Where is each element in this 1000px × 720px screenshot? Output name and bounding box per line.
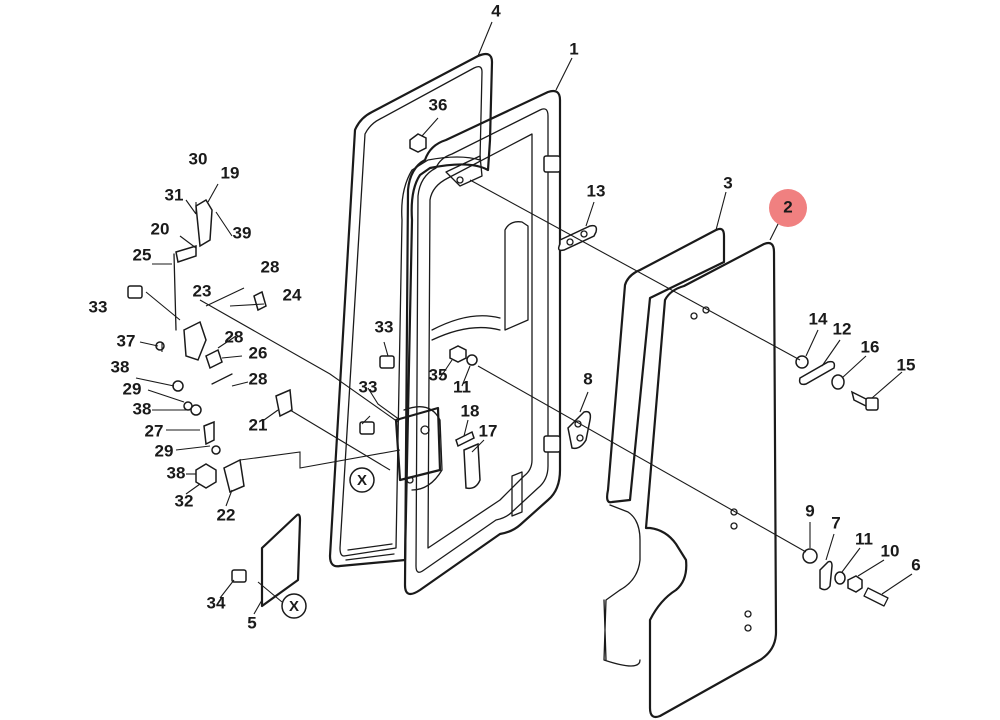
callout-31: 31 — [165, 185, 184, 204]
callout-8: 8 — [583, 369, 592, 388]
callout-33-upper: 33 — [375, 317, 394, 336]
callout-10: 10 — [881, 541, 900, 560]
callout-35: 35 — [429, 365, 448, 384]
callout-39: 39 — [233, 223, 252, 242]
callout-1: 1 — [569, 39, 578, 58]
hardware-parts — [127, 133, 889, 608]
callout-36: 36 — [429, 95, 448, 114]
callout-33-left: 33 — [89, 297, 108, 316]
callout-18: 18 — [461, 401, 480, 420]
callout-15: 15 — [897, 355, 916, 374]
callout-22: 22 — [217, 505, 236, 524]
callout-28-low: 28 — [249, 369, 268, 388]
callout-4: 4 — [491, 1, 501, 20]
callout-3: 3 — [723, 173, 732, 192]
callout-38-low: 38 — [167, 463, 186, 482]
callout-21: 21 — [249, 415, 268, 434]
highlight-circle — [769, 189, 807, 227]
callout-13: 13 — [587, 181, 606, 200]
callout-6: 6 — [911, 555, 920, 574]
callout-33-lower: 33 — [359, 377, 378, 396]
callout-28-mid: 28 — [225, 327, 244, 346]
callout-2: 2 — [783, 197, 792, 216]
callout-29-lower: 29 — [155, 441, 174, 460]
callout-38-mid: 38 — [133, 399, 152, 418]
callout-27: 27 — [145, 421, 164, 440]
callout-17: 17 — [479, 421, 498, 440]
callout-9: 9 — [805, 501, 814, 520]
callout-11-left: 11 — [453, 377, 471, 396]
omitted-marker-lower: X — [281, 593, 307, 619]
omitted-marker-text: X — [357, 472, 367, 489]
door-frame-part-1 — [394, 89, 562, 596]
omitted-marker-upper: X — [349, 467, 375, 493]
callout-labels: 1 2 3 4 5 6 7 8 9 10 11 11 12 13 14 15 1… — [89, 1, 921, 632]
callout-5: 5 — [247, 613, 256, 632]
callout-26: 26 — [249, 343, 268, 362]
callout-38-top: 38 — [111, 357, 130, 376]
door-glass-part-2 — [644, 241, 778, 719]
callout-34: 34 — [207, 593, 226, 612]
callout-7: 7 — [831, 513, 840, 532]
leader-lines — [135, 21, 913, 615]
callout-14: 14 — [809, 309, 828, 328]
callout-29-upper: 29 — [123, 379, 142, 398]
callout-25: 25 — [133, 245, 152, 264]
callout-37: 37 — [117, 331, 136, 350]
callout-23: 23 — [193, 281, 212, 300]
callout-30: 30 — [189, 149, 208, 168]
callout-20: 20 — [151, 219, 170, 238]
callout-11-right: 11 — [855, 529, 873, 548]
omitted-marker-text: X — [289, 598, 299, 615]
callout-19: 19 — [221, 163, 240, 182]
callout-28-top: 28 — [261, 257, 280, 276]
callout-32: 32 — [175, 491, 194, 510]
callout-12: 12 — [833, 319, 852, 338]
callout-24: 24 — [283, 285, 302, 304]
glass-seal-part-3 — [603, 227, 726, 667]
callout-16: 16 — [861, 337, 880, 356]
